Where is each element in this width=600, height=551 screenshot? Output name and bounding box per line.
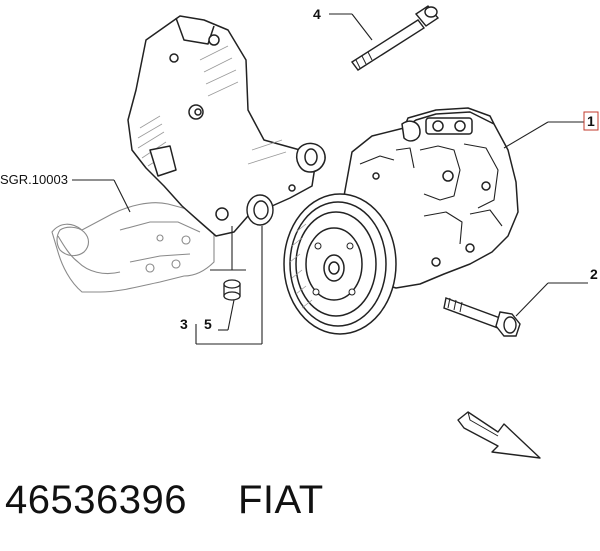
direction-arrow [457,411,541,459]
leader-lines [72,13,588,345]
callout-3: 3 [180,316,188,332]
part-footer: 46536396 FIAT [0,478,600,534]
bolt-long [350,5,440,71]
callout-1-box [583,111,599,131]
callout-4: 4 [313,6,321,22]
dowel-pin [223,279,241,301]
brand-name: FIAT [238,478,324,522]
reference-part-ghost [51,202,215,293]
part-number: 46536396 [5,478,187,522]
bushing [246,194,274,226]
callout-5: 5 [204,316,212,332]
compressor-bracket [127,15,326,237]
callout-1: 1 [587,113,595,129]
ac-compressor [283,107,519,335]
pin-location-marker [210,226,246,271]
bolt-short [443,297,521,337]
reference-label: SGR.10003 [0,172,68,187]
callout-2: 2 [590,266,598,282]
